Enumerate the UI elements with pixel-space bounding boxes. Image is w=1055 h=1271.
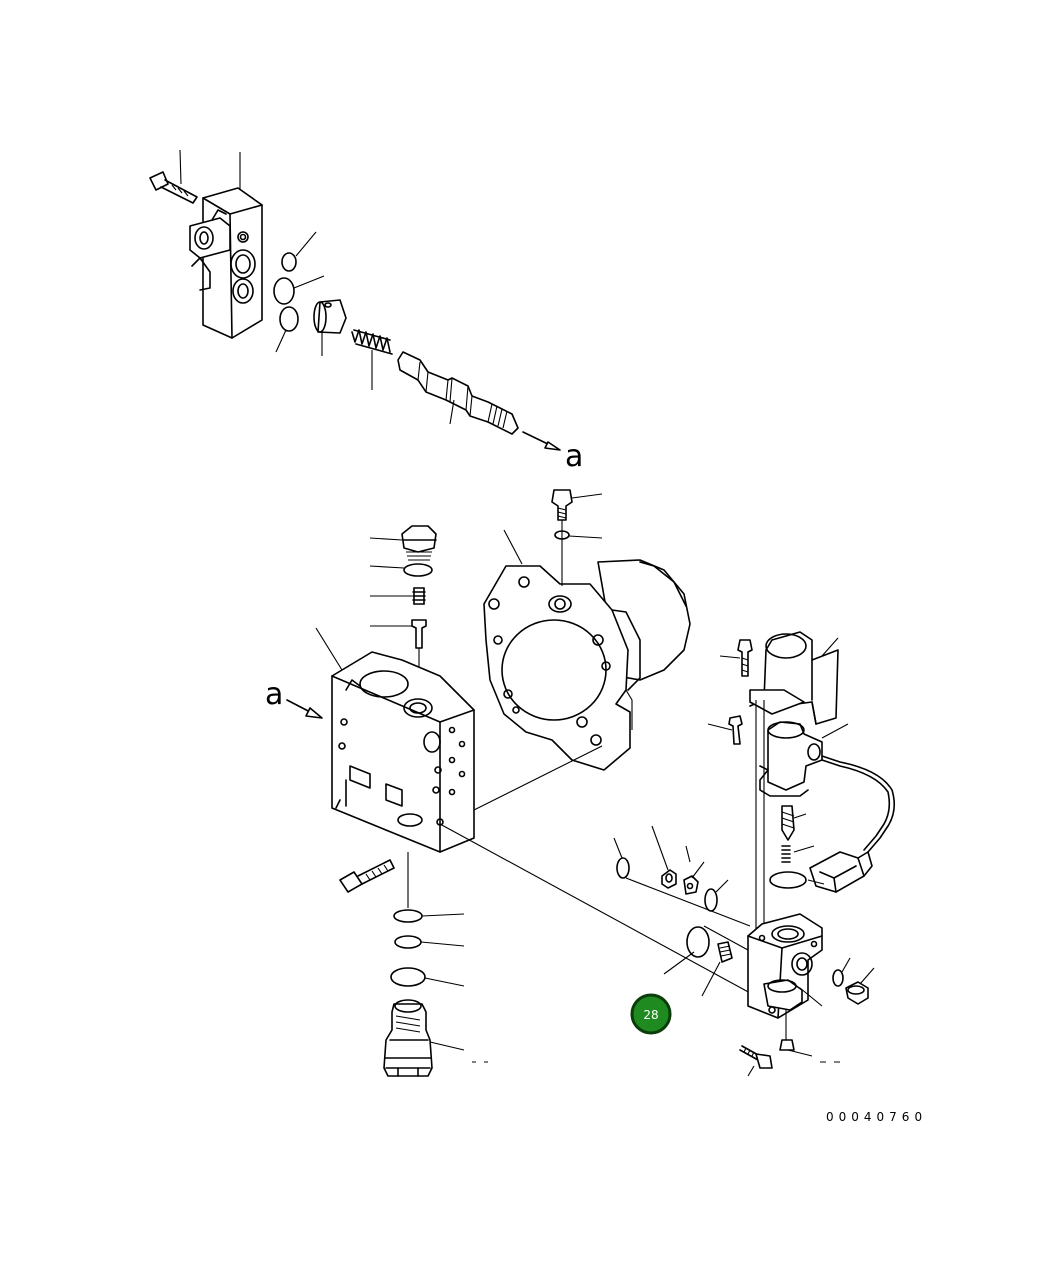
lower-o-ring-2 [394, 935, 422, 949]
badge-number: 28 [643, 1008, 658, 1022]
top-bolt [149, 171, 198, 204]
block-bottom-plug [779, 1039, 795, 1051]
lower-o-ring-1 [393, 909, 423, 923]
cover-bolt [737, 639, 753, 677]
drawing-code: 00040760 [826, 1110, 927, 1124]
block-side-seal [832, 969, 844, 987]
reference-letter-left: a [265, 677, 283, 712]
top-o-ring-1 [273, 277, 295, 305]
lower-cartridge [383, 999, 433, 1077]
solenoid-wire [821, 755, 896, 853]
main-valve-body [331, 651, 475, 853]
body-to-cover-line [473, 745, 603, 811]
reference-letter-top: a [565, 439, 583, 474]
center-pin [411, 619, 427, 649]
top-spring [351, 329, 393, 355]
reference-arrow-left: a [265, 677, 323, 719]
left-seal-1 [616, 857, 630, 879]
solenoid-cover [749, 631, 839, 725]
center-plug [401, 525, 437, 561]
lower-o-ring-3 [390, 967, 426, 987]
top-spool [397, 351, 561, 451]
center-small-plug [717, 941, 733, 963]
center-o-ring-large [686, 926, 710, 958]
top-leader-lines [179, 149, 455, 425]
top-valve-block [189, 187, 263, 339]
center-leader-lines [369, 537, 412, 627]
body-bolt [339, 859, 395, 893]
solenoid-assembly [707, 631, 896, 930]
block-side-plug [845, 981, 869, 1005]
solenoid-leader-lines [707, 637, 849, 885]
body-bolt-leader [315, 627, 343, 671]
top-sleeve [313, 299, 347, 334]
top-small-seal [281, 252, 297, 272]
body-to-block-line [439, 823, 753, 995]
center-small-spring [412, 587, 426, 605]
lower-right-block [613, 825, 875, 1077]
center-o-ring-top [403, 563, 433, 577]
left-nut [661, 869, 677, 889]
left-seal-2 [704, 888, 718, 912]
block-leader-lines [613, 825, 875, 1077]
solenoid-spring [781, 805, 795, 841]
block-bottom-bolt [739, 1045, 773, 1069]
left-small-fitting [683, 875, 699, 895]
solenoid-body [759, 721, 823, 797]
solenoid-bolt [728, 715, 743, 745]
cover-leader-lines [503, 493, 603, 565]
solenoid-o-ring [769, 871, 807, 889]
cover-top-bolt [551, 489, 573, 521]
cylinder-cover [483, 489, 691, 771]
top-o-ring-2 [279, 306, 299, 332]
lower-leader-lines [420, 913, 488, 1063]
top-valve-assembly: a [149, 149, 583, 474]
callout-badge[interactable]: 28 [630, 993, 672, 1035]
solenoid-connector [809, 851, 873, 893]
solenoid-pin-small [781, 845, 791, 863]
lower-left-stack [383, 852, 488, 1077]
